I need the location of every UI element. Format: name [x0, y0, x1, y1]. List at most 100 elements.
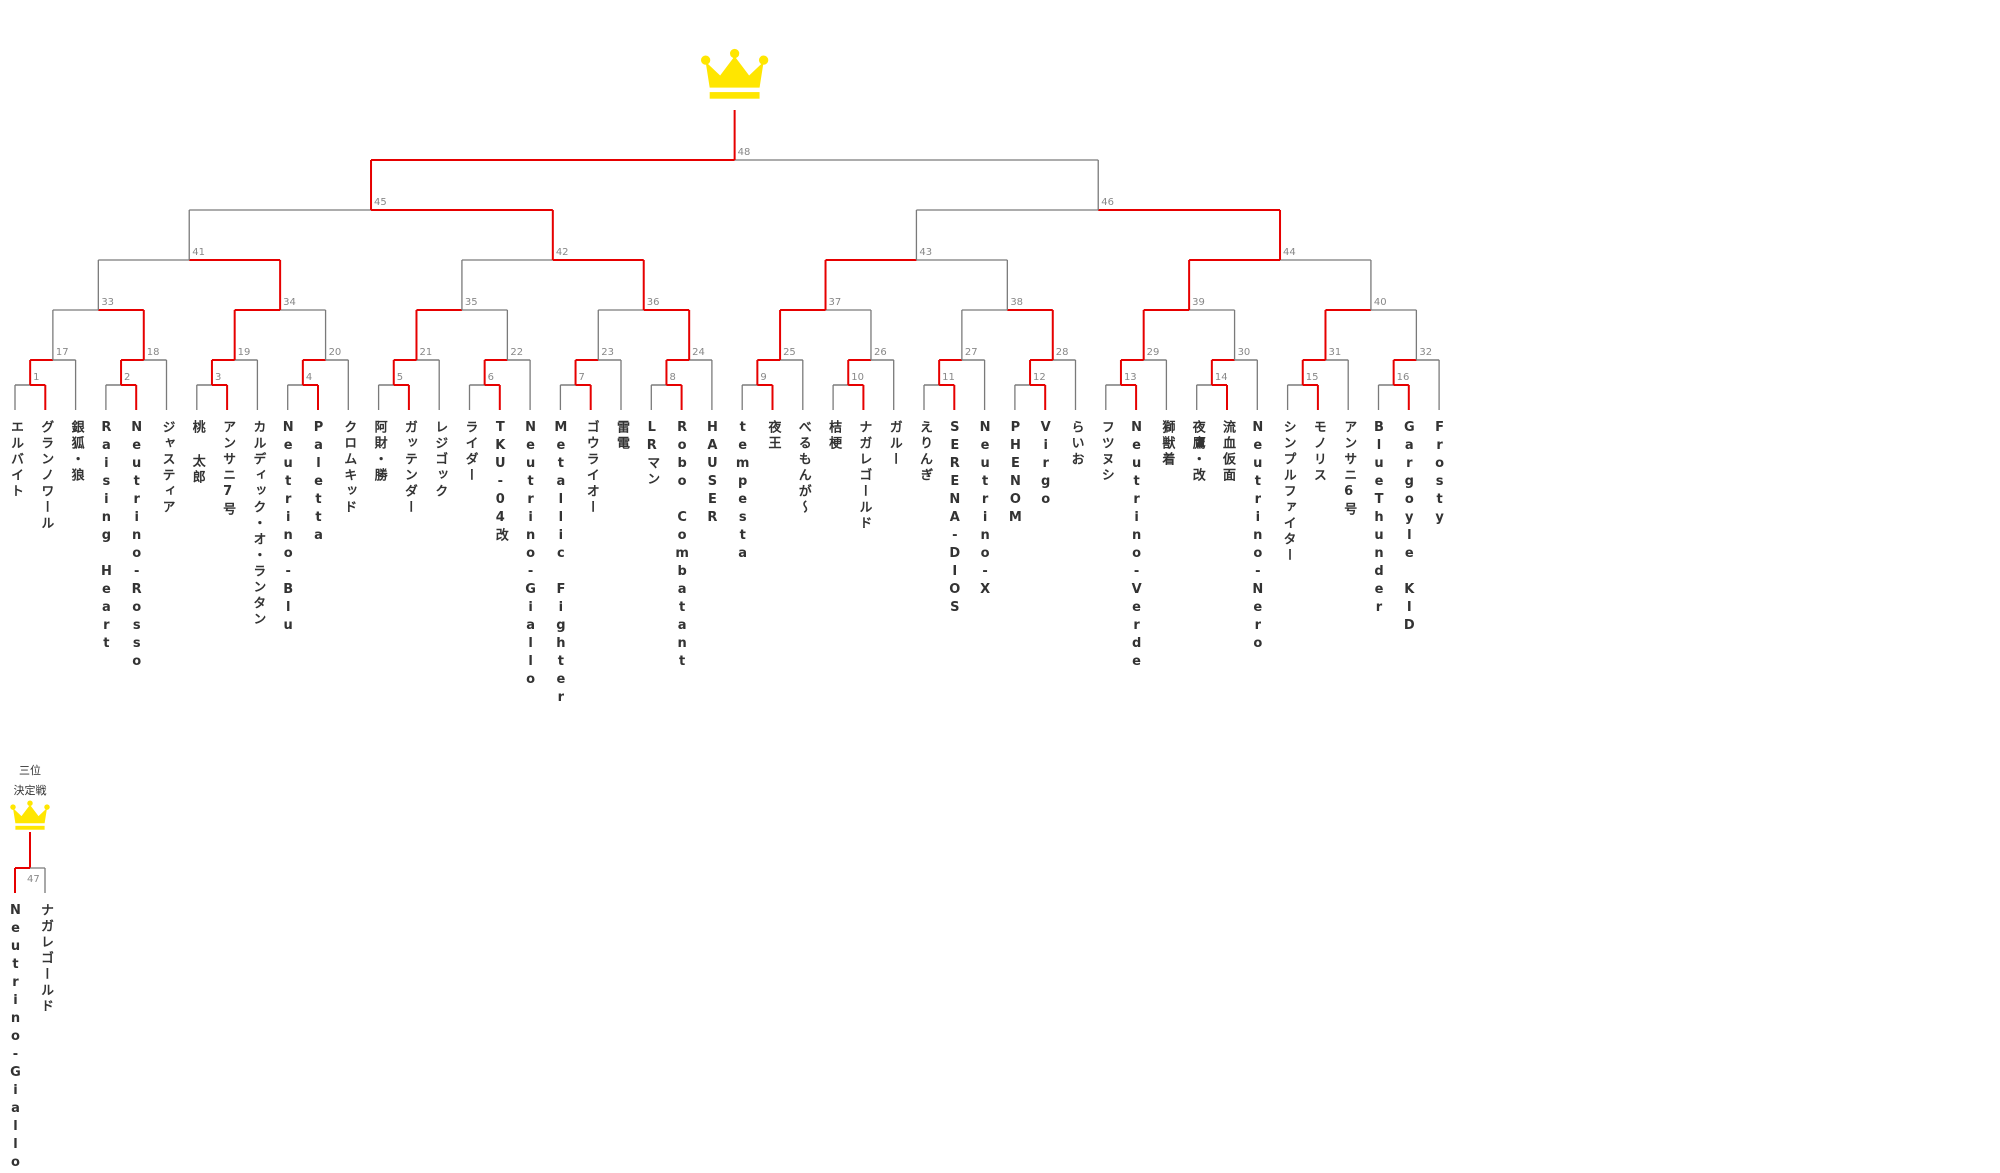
match-number: 6: [488, 372, 494, 383]
player-name: Virgo: [1038, 420, 1054, 510]
player-name: エルバイト: [8, 420, 23, 500]
third-place-label-line2: 決定戦: [13, 784, 47, 797]
match-number: 3: [215, 372, 221, 383]
match-number: 9: [760, 372, 766, 383]
match-number: 14: [1215, 372, 1228, 383]
third-place-label-line1: 三位: [19, 764, 41, 777]
player-name: カルディック・オ・ランタン: [250, 420, 266, 628]
player-name: アンサニ7号: [220, 420, 236, 518]
player-name: 夜王: [765, 420, 781, 452]
match-number: 20: [329, 347, 342, 358]
match-number: 36: [647, 297, 660, 308]
player-name: tempesta: [735, 420, 751, 564]
player-name: ガルー: [886, 420, 902, 468]
match-number: 12: [1033, 372, 1046, 383]
player-name: 獅獣着: [1159, 420, 1175, 468]
player-name: HAUSER: [704, 420, 720, 528]
match-number: 24: [692, 347, 705, 358]
match-number: 31: [1328, 347, 1341, 358]
player-name: ライダー: [462, 420, 478, 484]
player-name: 夜鷹・改: [1189, 420, 1205, 484]
player-name: 桃 太郎: [189, 420, 205, 486]
match-number: 29: [1147, 347, 1160, 358]
match-number: 28: [1056, 347, 1069, 358]
match-number: 48: [738, 147, 751, 158]
match-number: 10: [851, 372, 864, 383]
player-name: Gargoyle KID: [1401, 420, 1417, 636]
match-number: 8: [669, 372, 675, 383]
match-number: 1: [33, 372, 39, 383]
match-number: 2: [124, 372, 130, 383]
player-name: グランノワール: [38, 420, 54, 532]
match-number: 34: [283, 297, 296, 308]
player-name: ゴウライオー: [583, 420, 599, 516]
third-place-player-name: Neutrino-Giallo: [8, 903, 23, 1173]
match-number: 33: [101, 297, 114, 308]
player-name: Neutrino-Rosso: [129, 420, 145, 672]
match-number: 27: [965, 347, 978, 358]
match-number: 11: [942, 372, 955, 383]
player-name: フツヌシ: [1098, 420, 1114, 484]
player-name: Neutrino-X: [977, 420, 993, 600]
match-number: 38: [1010, 297, 1023, 308]
player-name: らいお: [1068, 420, 1084, 468]
match-number: 25: [783, 347, 796, 358]
player-name: Neutrino-Verde: [1129, 420, 1145, 672]
champion-crown-icon: [700, 48, 769, 99]
player-name: 雷電: [614, 420, 629, 452]
player-name: シンプルファイター: [1280, 420, 1296, 564]
player-name: SERENA-DIOS: [947, 420, 963, 618]
match-number: 26: [874, 347, 887, 358]
player-name: PHENOM: [1007, 420, 1023, 528]
player-name: ジャスティア: [159, 420, 175, 516]
player-name: Neutrino-Giallo: [523, 420, 539, 690]
third-place-crown-icon: [10, 800, 50, 830]
player-name: Robo Combatant: [674, 420, 690, 672]
player-name: クロムキッド: [341, 420, 357, 516]
match-number: 41: [192, 247, 205, 258]
player-name: TKU-04改: [492, 420, 508, 544]
player-name: ガッテンダー: [401, 420, 417, 516]
match-number: 18: [147, 347, 160, 358]
match-number: 17: [56, 347, 69, 358]
player-name: アンサニ6号: [1341, 420, 1357, 518]
player-name: レジゴック: [432, 420, 448, 500]
match-number: 23: [601, 347, 614, 358]
match-number: 39: [1192, 297, 1205, 308]
player-name: えりんぎ: [917, 420, 932, 484]
player-name: べるもんが〜: [795, 420, 811, 516]
player-name: ナガレゴールド: [856, 420, 872, 532]
match-number: 32: [1419, 347, 1432, 358]
match-number: 19: [238, 347, 251, 358]
match-number: 30: [1238, 347, 1251, 358]
player-name: 銀狐・狼: [68, 420, 84, 484]
tournament-bracket: 1172183194205216227238249251026112712281…: [10, 48, 1440, 893]
player-name: Paletta: [311, 420, 326, 546]
match-number: 5: [397, 372, 403, 383]
match-number: 46: [1101, 197, 1114, 208]
third-place-player-name: ナガレゴールド: [38, 903, 53, 1015]
player-name: 桔梗: [826, 420, 842, 452]
match-number: 44: [1283, 247, 1296, 258]
player-name: Frosty: [1432, 420, 1448, 528]
player-name: Raising Heart: [98, 420, 114, 654]
match-number: 37: [829, 297, 842, 308]
player-name: Neutrino-Blu: [280, 420, 296, 636]
player-name: Metallic Fighter: [553, 420, 569, 708]
match-number: 47: [27, 874, 40, 885]
match-number: 21: [419, 347, 432, 358]
match-number: 45: [374, 197, 387, 208]
player-name: 阿財・勝: [371, 420, 387, 484]
player-name: 流血仮面: [1220, 420, 1235, 484]
player-name: モノリス: [1310, 420, 1326, 484]
match-number: 4: [306, 372, 312, 383]
match-number: 7: [579, 372, 585, 383]
player-name: BlueThunder: [1371, 420, 1387, 618]
match-number: 35: [465, 297, 478, 308]
match-number: 43: [919, 247, 932, 258]
match-number: 40: [1374, 297, 1387, 308]
match-number: 42: [556, 247, 569, 258]
player-name: LRマン: [644, 420, 660, 488]
match-number: 13: [1124, 372, 1137, 383]
match-number: 15: [1306, 372, 1319, 383]
